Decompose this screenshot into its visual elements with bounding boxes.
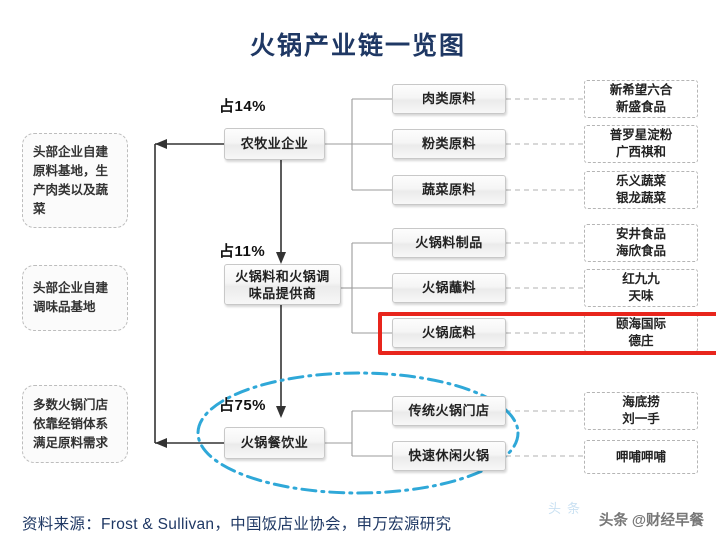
soup-base-highlight xyxy=(378,312,716,355)
company-vegetable-line2: 银龙蔬菜 xyxy=(615,191,666,205)
cat-dipping-sauce-label: 火锅蘸料 xyxy=(421,280,476,295)
company-dipping-sauce: 红九九 天味 xyxy=(584,269,698,307)
page-title: 火锅产业链一览图 xyxy=(249,32,466,60)
note-upstream-farming: 头部企业自建原料基地，生产肉类以及蔬菜 xyxy=(22,133,128,228)
pct-catering: 占75% xyxy=(219,397,267,414)
pct-farming: 占14% xyxy=(219,98,267,115)
company-hotpot-products-line1: 安井食品 xyxy=(615,227,666,241)
company-traditional-store: 海底捞 刘一手 xyxy=(584,392,698,430)
watermark: 头条 @财经早餐 xyxy=(598,513,704,529)
cat-flour[interactable]: 粉类原料 xyxy=(392,129,506,159)
company-dipping-sauce-line2: 天味 xyxy=(628,289,654,303)
tier-catering[interactable]: 火锅餐饮业 xyxy=(224,427,325,459)
cat-hotpot-products[interactable]: 火锅料制品 xyxy=(392,228,506,258)
company-vegetable-line1: 乐义蔬菜 xyxy=(615,174,666,188)
company-fast-casual-line1: 呷哺呷哺 xyxy=(615,449,666,464)
tier-seasoning[interactable]: 火锅料和火锅调 味品提供商 xyxy=(224,264,341,305)
company-hotpot-products-line2: 海欣食品 xyxy=(615,244,666,258)
cat-traditional-store-label: 传统火锅门店 xyxy=(408,403,490,418)
cat-soup-base[interactable]: 火锅底料 xyxy=(392,318,506,348)
tier-seasoning-label-line1: 火锅料和火锅调 xyxy=(235,268,330,284)
company-traditional-store-line2: 刘一手 xyxy=(622,412,660,426)
tier-farming-label: 农牧业企业 xyxy=(240,136,309,151)
watermark-ghost: 头条 xyxy=(548,501,587,516)
cat-flour-label: 粉类原料 xyxy=(421,136,476,151)
cat-vegetable[interactable]: 蔬菜原料 xyxy=(392,175,506,205)
tier-farming[interactable]: 农牧业企业 xyxy=(224,128,325,160)
cat-hotpot-products-label: 火锅料制品 xyxy=(415,235,483,250)
company-soup-base: 颐海国际 德庄 xyxy=(584,314,698,352)
company-flour-line1: 普罗星淀粉 xyxy=(609,128,673,142)
pct-seasoning: 占11% xyxy=(219,243,266,260)
company-meat-line1: 新希望六合 xyxy=(609,83,673,97)
cat-soup-base-label: 火锅底料 xyxy=(421,325,476,340)
note-distribution-text: 多数火锅门店依靠经销体系满足原料需求 xyxy=(33,397,109,450)
company-meat-line2: 新盛食品 xyxy=(615,100,666,114)
source-note: 资料来源：Frost & Sullivan，中国饭店业协会，申万宏源研究 xyxy=(22,516,452,533)
cat-vegetable-label: 蔬菜原料 xyxy=(421,182,476,197)
cat-meat[interactable]: 肉类原料 xyxy=(392,84,506,114)
company-meat: 新希望六合 新盛食品 xyxy=(584,80,698,118)
cat-dipping-sauce[interactable]: 火锅蘸料 xyxy=(392,273,506,303)
note-upstream-farming-text: 头部企业自建原料基地，生产肉类以及蔬菜 xyxy=(33,144,109,216)
cat-meat-label: 肉类原料 xyxy=(421,91,476,106)
tier-catering-label: 火锅餐饮业 xyxy=(240,435,309,450)
company-dipping-sauce-line1: 红九九 xyxy=(622,272,660,286)
note-distribution: 多数火锅门店依靠经销体系满足原料需求 xyxy=(22,385,128,463)
company-soup-base-line2: 德庄 xyxy=(628,334,654,348)
company-flour-line2: 广西祺和 xyxy=(615,145,666,159)
company-fast-casual: 呷哺呷哺 xyxy=(584,440,698,474)
company-traditional-store-line1: 海底捞 xyxy=(622,395,660,409)
company-soup-base-line1: 颐海国际 xyxy=(615,317,666,331)
cat-fast-casual[interactable]: 快速休闲火锅 xyxy=(392,441,506,471)
note-seasoning-base: 头部企业自建调味品基地 xyxy=(22,265,128,331)
company-hotpot-products: 安井食品 海欣食品 xyxy=(584,224,698,262)
company-flour: 普罗星淀粉 广西祺和 xyxy=(584,125,698,163)
note-seasoning-base-text: 头部企业自建调味品基地 xyxy=(33,281,109,314)
cat-traditional-store[interactable]: 传统火锅门店 xyxy=(392,396,506,426)
company-vegetable: 乐义蔬菜 银龙蔬菜 xyxy=(584,171,698,209)
tier-seasoning-label-line2: 味品提供商 xyxy=(248,285,317,301)
cat-fast-casual-label: 快速休闲火锅 xyxy=(408,448,490,463)
